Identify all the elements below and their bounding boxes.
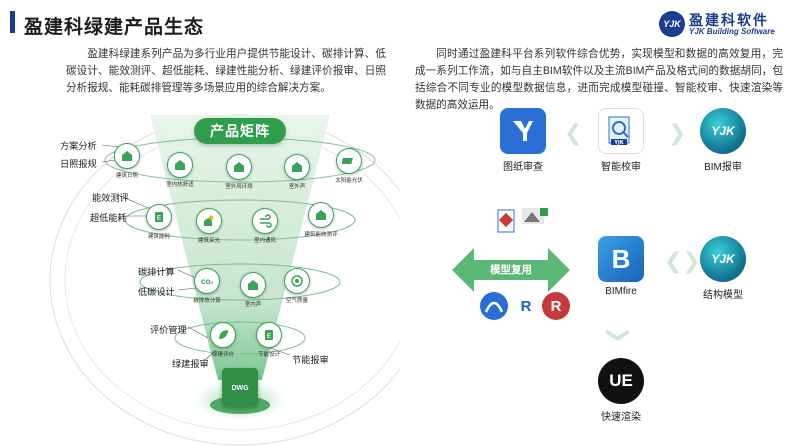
node-outdoor-sound[interactable]: 室外声 [280,154,314,190]
archicad-icon [480,292,508,320]
node-green-evaluation[interactable]: 绿建评价 [206,322,240,358]
yjk-icon: YJK [700,236,746,282]
house-icon [248,280,258,290]
building-icon [122,151,132,161]
app-structure-model[interactable]: YJK 结构模型 [688,236,758,301]
chevron-left-icon: ❮ [564,120,583,145]
revit-icon: R [512,292,540,320]
chevron-down-icon: ❯ [607,325,633,345]
air-quality-icon [291,275,303,287]
label-energy-efficiency: 能效测评 [92,193,129,203]
app-fast-render[interactable]: UE 快速渲染 [586,358,656,423]
bimfire-icon: B [598,236,644,282]
energy-icon: E [155,212,163,222]
node-energy-design[interactable]: E 节能设计 [252,322,286,358]
node-carbon-emission[interactable]: CO₂ 碳排放计算 [190,268,224,304]
intro-left-paragraph: 盈建科绿建系列产品为多行业用户提供节能设计、碳排计算、低碳设计、能效测评、超低能… [66,48,386,94]
svg-text:YJK: YJK [613,140,624,146]
sun-house-icon [204,215,214,226]
node-energy-rating[interactable]: 建筑能效测评 [304,202,338,238]
svg-text:CO₂: CO₂ [201,279,214,286]
node-solar-pv[interactable]: 太阳能光伏 [332,148,366,184]
energy-icon: E [265,330,273,340]
drawing-review-icon [500,108,546,154]
node-building-sunlight[interactable]: 建筑日照 [110,143,144,179]
node-building-energy[interactable]: E 建筑能耗 [142,204,176,240]
house-icon [234,162,244,172]
title-accent-bar [10,11,15,33]
node-indoor-sound[interactable]: 室内声 [236,272,270,308]
svg-text:E: E [157,214,161,222]
page-title: 盈建科绿建产品生态 [24,17,205,38]
wind-icon [260,214,272,228]
model-reuse-label: 模型复用 [490,264,532,276]
funnel-graphic [49,114,400,446]
house-icon [175,160,185,170]
chevron-right-icon: ❯ [668,120,687,145]
yjk-logo-icon: YJK [659,11,685,37]
workflow-panel: 图纸审查 ❮ YJK 智能校审 ❯ YJK BIM报审 模型复用 B BIMfi… [400,100,793,446]
yjk-icon: YJK [700,108,746,154]
rhino-icon: R [542,292,570,320]
label-scheme-analysis: 方案分析 [60,141,97,151]
svg-text:E: E [267,332,271,340]
node-air-quality[interactable]: 空气质量 [280,268,314,304]
label-carbon-calc: 碳排计算 [138,267,175,277]
smart-check-icon: YJK [598,108,644,154]
dwg-file-icon: DWG [222,368,258,406]
house-icon [292,162,302,172]
company-logo: YJK 盈建科软件 YJK Building Software [659,10,779,38]
intro-right-paragraph: 同时通过盈建科平台系列软件综合优势，实现模型和数据的高效复用，完成一系列工作流，… [415,48,783,111]
node-indoor-thermal[interactable]: 室内热舒适 [163,152,197,188]
app-smart-check[interactable]: YJK 智能校审 [586,108,656,173]
header: 盈建科绿建产品生态 YJK 盈建科软件 YJK Building Softwar… [0,0,793,42]
label-ultra-low-energy: 超低能耗 [90,213,127,223]
leaf-icon [219,330,228,339]
ue-icon: UE [598,358,644,404]
product-matrix-title: 产品矩阵 [194,118,286,144]
co2-icon: CO₂ [201,279,214,286]
model-reuse-arrow [452,248,570,292]
app-bim-report[interactable]: YJK BIM报审 [688,108,758,173]
node-indoor-ventilation[interactable]: 室内通风 [248,208,282,244]
node-outdoor-wind[interactable]: 室外风环境 [222,154,256,190]
logo-english-name: YJK Building Software [689,27,775,36]
label-low-carbon-design: 低碳设计 [138,287,175,297]
label-energy-saving-report: 节能报审 [292,355,329,365]
app-bimfire[interactable]: B BIMfire [586,236,656,297]
product-matrix-panel: 产品矩阵 方案分析 日照报规 能效测评 超低能耗 碳排计算 低碳设计 评价管理 … [0,110,400,446]
chevron-double-icon: ❮❯ [664,248,701,273]
label-green-building-report: 绿建报审 [172,359,209,369]
solar-panel-icon [342,158,353,164]
label-evaluation-mgmt: 评价管理 [150,325,187,335]
house-icon [316,210,326,220]
app-drawing-review[interactable]: 图纸审查 [488,108,558,173]
label-sunlight-report: 日照报规 [60,159,97,169]
node-daylighting[interactable]: 建筑采光 [192,208,226,244]
logo-chinese-name: 盈建科软件 [689,13,769,29]
